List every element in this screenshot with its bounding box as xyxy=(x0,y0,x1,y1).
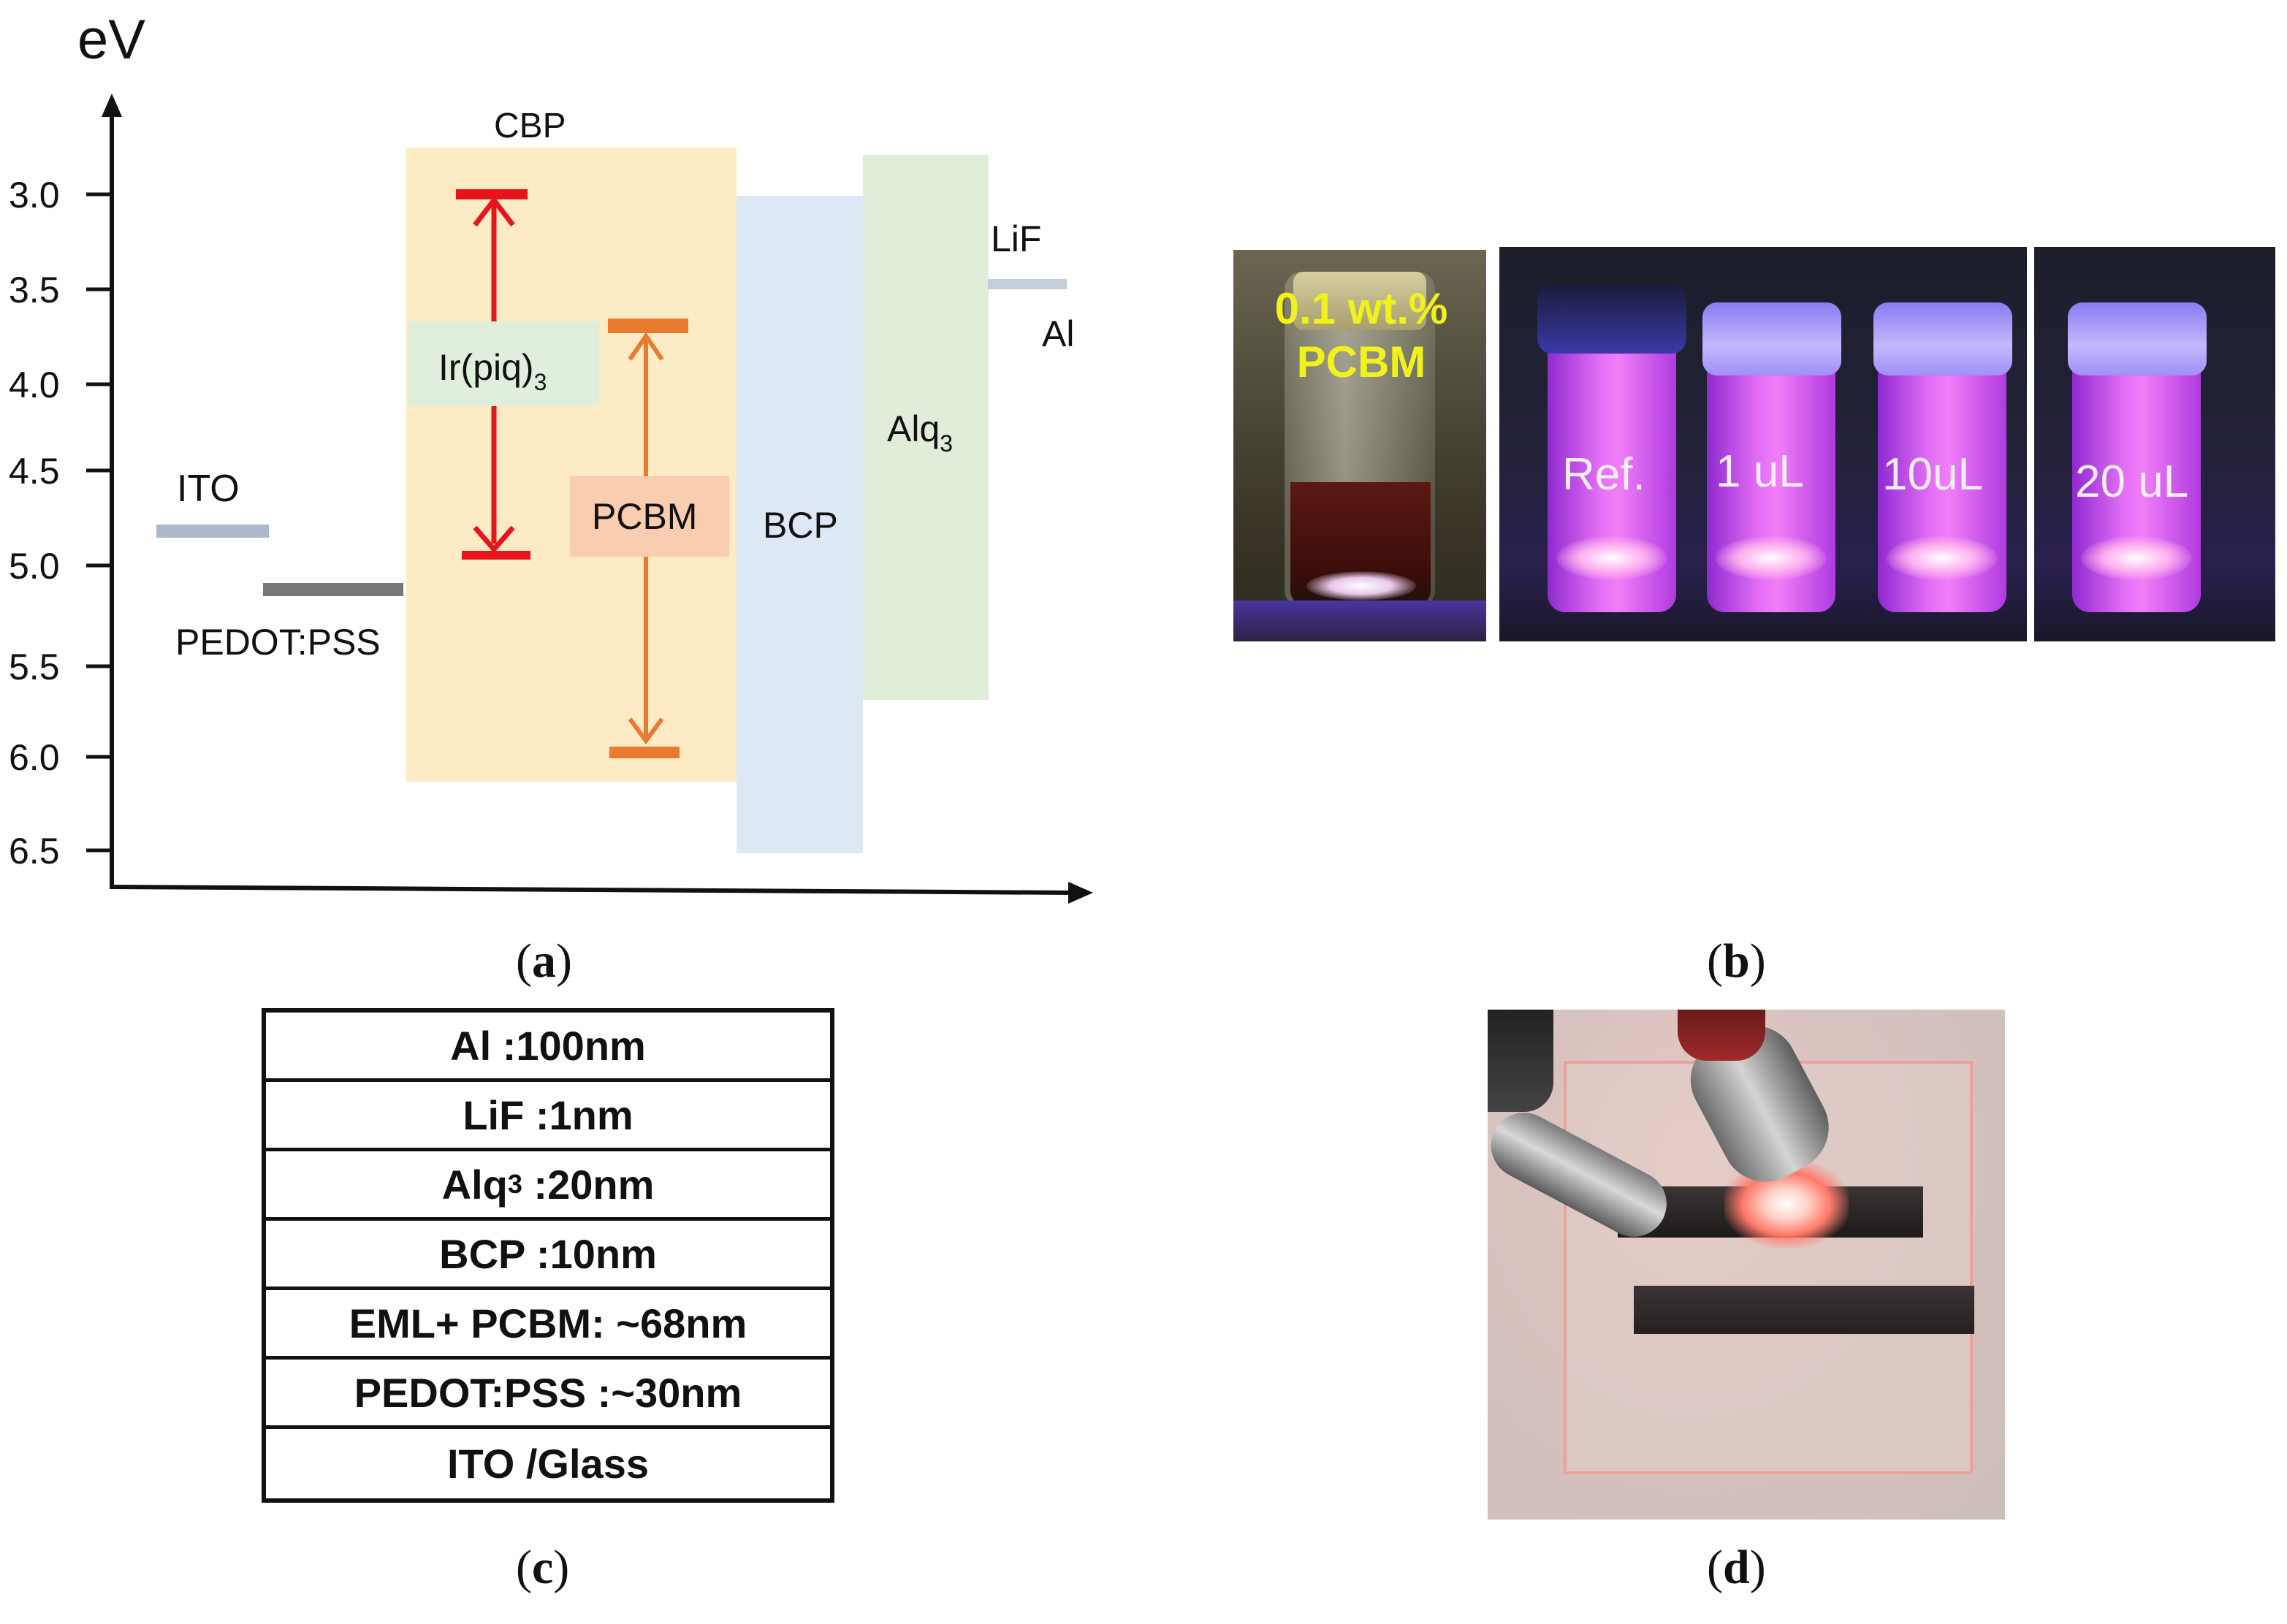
bcp-label: BCP xyxy=(763,505,838,546)
electrode-stripe xyxy=(1634,1286,1974,1334)
stack-layer-text: Alq xyxy=(441,1161,508,1208)
probe-right-holder xyxy=(1678,1010,1765,1061)
stack-layer-ito: ITO /Glass xyxy=(266,1429,830,1498)
panel-label-b: (b) xyxy=(1707,934,1766,989)
y-tick-label: 6.0 xyxy=(9,737,60,778)
lif-level-bar xyxy=(988,279,1067,289)
irpiq3-label: Ir(piq)3 xyxy=(438,347,547,395)
vial-label-10ul: 10uL xyxy=(1882,449,1983,500)
label-open: ( xyxy=(1707,1541,1723,1594)
stack-layer-al: Al :100nm xyxy=(266,1013,830,1082)
label-close: ) xyxy=(555,934,572,988)
pedot-level-bar xyxy=(263,583,403,596)
stack-layer-eml: EML+ PCBM: ~68nm xyxy=(266,1290,830,1360)
stack-layer-rest: :20nm xyxy=(522,1161,655,1208)
panel-label-d: (d) xyxy=(1707,1540,1766,1596)
label-letter: b xyxy=(1722,934,1750,988)
lif-label: LiF xyxy=(991,218,1041,259)
bcp-block xyxy=(737,196,863,853)
ito-level-bar xyxy=(156,525,269,538)
stack-layer-text: Al :100nm xyxy=(450,1022,646,1069)
stack-layer-sub: 3 xyxy=(507,1169,522,1199)
vial-label-20ul: 20 uL xyxy=(2075,457,2189,507)
x-axis xyxy=(109,885,1075,895)
label-close: ) xyxy=(1749,934,1766,988)
vial-1ul-glow xyxy=(1716,536,1827,580)
label-open: ( xyxy=(516,934,532,988)
vial-ref-cap xyxy=(1537,283,1686,354)
stack-layer-text: ITO /Glass xyxy=(447,1441,649,1487)
y-ticks xyxy=(86,192,112,853)
y-axis-arrowhead xyxy=(102,94,122,117)
irpiq3-energy-arrow xyxy=(456,189,530,560)
pcbm-concentration-line2: PCBM xyxy=(1296,338,1426,387)
vial-ref-glow xyxy=(1556,536,1667,580)
alq3-label: Alq3 xyxy=(887,408,953,457)
device-photo xyxy=(1488,1010,2005,1520)
stack-layer-text: PEDOT:PSS :~30nm xyxy=(354,1369,742,1416)
label-letter: c xyxy=(531,1541,554,1594)
panel-label-a: (a) xyxy=(516,934,572,989)
vial-10ul-cap xyxy=(1873,302,2012,375)
irpiq3-label-sub: 3 xyxy=(534,369,547,395)
stack-layer-text: LiF :1nm xyxy=(463,1091,633,1138)
y-tick-label: 5.5 xyxy=(9,647,60,687)
vial-base-glow xyxy=(1306,571,1416,601)
stack-layer-pedot: PEDOT:PSS :~30nm xyxy=(266,1360,830,1429)
label-open: ( xyxy=(516,1541,532,1594)
label-letter: d xyxy=(1722,1541,1750,1594)
y-tick-label: 3.0 xyxy=(9,175,60,216)
stack-layer-lif: LiF :1nm xyxy=(266,1082,830,1151)
ito-label: ITO xyxy=(177,468,240,510)
stack-layer-text: EML+ PCBM: ~68nm xyxy=(349,1300,747,1346)
photo-divider xyxy=(2027,247,2034,641)
pedot-label: PEDOT:PSS xyxy=(175,622,381,663)
irpiq3-label-main: Ir(piq) xyxy=(438,347,534,388)
y-tick-label: 4.5 xyxy=(9,451,60,492)
label-close: ) xyxy=(553,1541,570,1594)
vial-20ul-cap xyxy=(2068,302,2207,375)
vial-cap xyxy=(1293,272,1426,330)
stack-layer-bcp: BCP :10nm xyxy=(266,1221,830,1290)
alq3-label-main: Alq xyxy=(887,408,940,449)
y-tick-label: 3.5 xyxy=(9,270,60,310)
pcbm-label-box xyxy=(570,476,729,557)
vial-1ul-cap xyxy=(1702,302,1841,375)
y-tick-label: 6.5 xyxy=(9,831,60,872)
vial-20ul-glow xyxy=(2081,536,2192,580)
vial-10ul-glow xyxy=(1887,536,1998,580)
vial-label-1ul: 1 uL xyxy=(1716,446,1804,497)
probe-left-holder xyxy=(1488,1010,1553,1112)
alq3-label-sub: 3 xyxy=(940,430,953,457)
y-tick-label: 4.0 xyxy=(9,365,60,405)
y-axis-unit: eV xyxy=(77,9,145,71)
irpiq3-label-box xyxy=(408,321,599,406)
label-letter: a xyxy=(531,934,556,988)
pcbm-concentration-line1: 0.1 wt.% xyxy=(1274,284,1448,333)
pcbm-solution-photo: 0.1 wt.% PCBM xyxy=(1233,250,1486,641)
uv-vials-photo: Ref. 1 uL 10uL 20 uL xyxy=(1499,247,2275,641)
label-close: ) xyxy=(1749,1541,1766,1594)
cbp-label: CBP xyxy=(494,107,566,145)
x-axis-arrowhead xyxy=(1068,882,1093,904)
vial-label-ref: Ref. xyxy=(1562,449,1645,500)
energy-level-diagram: 3.0 3.5 4.0 4.5 5.0 5.5 6.0 6.5 eV ITO P… xyxy=(9,9,1093,904)
uv-floor xyxy=(1233,601,1486,641)
y-tick-label: 5.0 xyxy=(9,546,60,587)
panel-label-c: (c) xyxy=(516,1540,569,1596)
label-open: ( xyxy=(1707,934,1723,988)
al-label: Al xyxy=(1042,313,1074,354)
pcbm-energy-arrow xyxy=(608,319,688,758)
stack-layer-text: BCP :10nm xyxy=(439,1230,657,1277)
pcbm-concentration-label: 0.1 wt.% PCBM xyxy=(1241,282,1482,389)
pcbm-label: PCBM xyxy=(592,496,697,537)
cbp-block xyxy=(406,148,737,782)
alq3-block xyxy=(863,155,989,700)
